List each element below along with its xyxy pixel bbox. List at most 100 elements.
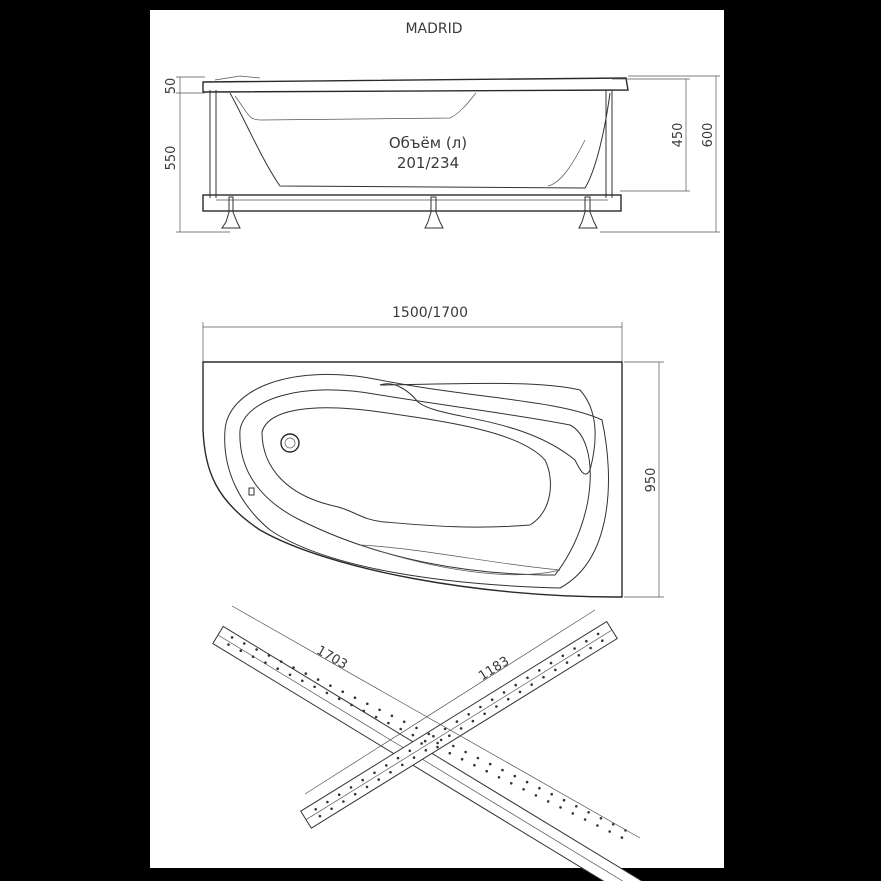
long-bar-hole	[276, 667, 280, 670]
short-bar-hole	[585, 639, 588, 643]
tub-basin-inner	[261, 407, 551, 528]
long-bar-hole	[575, 805, 578, 808]
short-bar-hole	[361, 778, 365, 782]
short-bar-hole	[479, 705, 482, 709]
dim-short-bar-label: 1183	[476, 654, 512, 684]
long-bar-hole	[497, 776, 501, 779]
short-bar-hole	[314, 808, 318, 811]
long-bar-hole	[362, 709, 366, 713]
long-bar-hole	[473, 763, 476, 767]
drain-inner-icon	[284, 437, 296, 449]
dim-depth-label: 450	[671, 123, 686, 148]
short-bar-hole	[448, 734, 451, 737]
rim-slab	[202, 77, 629, 93]
tub-deck	[224, 373, 609, 589]
dim-length-label: 1500/1700	[392, 305, 468, 321]
short-bar-hole	[459, 727, 463, 730]
short-bar-hole	[601, 639, 604, 642]
drawing-sheet	[150, 10, 724, 868]
short-bar-hole	[530, 683, 533, 686]
long-bar-hole	[301, 679, 304, 683]
dim-line-long-bar	[231, 605, 641, 839]
short-bar-hole	[349, 786, 353, 789]
short-bar-hole	[577, 654, 581, 657]
long-bar-hole	[255, 648, 258, 651]
short-bar-hole	[365, 785, 369, 789]
long-bar-hole	[587, 811, 590, 814]
long-bar-hole	[341, 690, 345, 693]
dim-line-short-bar	[304, 609, 596, 795]
long-bar-hole	[350, 703, 353, 707]
short-bar-hole	[467, 713, 471, 716]
short-bar-hole	[373, 771, 376, 775]
short-bar-hole	[377, 778, 381, 781]
long-bar-hole	[264, 661, 267, 664]
long-bar-hole	[243, 642, 246, 645]
tub-inner-curve	[547, 139, 586, 187]
tub-outline-top	[202, 361, 623, 598]
short-bar-hole	[396, 756, 400, 760]
long-bar-hole	[583, 818, 587, 821]
bar-holes	[227, 632, 627, 839]
short-bar-hole	[542, 675, 545, 679]
long-bar-hole	[436, 745, 439, 749]
long-bar-hole	[337, 697, 341, 701]
long-bar-hole	[476, 756, 480, 760]
long-bar-hole	[423, 739, 427, 743]
long-bar-hole	[620, 836, 624, 839]
short-bar-hole	[436, 741, 439, 745]
long-bar-hole	[251, 655, 255, 658]
long-bar-hole	[304, 672, 308, 675]
short-bar-hole	[554, 668, 557, 672]
dim-long-bar-label: 1703	[314, 643, 350, 673]
short-bar-hole	[389, 770, 392, 774]
long-bar-hole	[452, 744, 455, 748]
short-bar-centerline	[305, 629, 613, 821]
long-bar-hole	[522, 788, 525, 791]
seat-swoosh	[359, 544, 561, 575]
tub-body-outline	[229, 92, 611, 189]
long-bar-hole	[402, 720, 406, 724]
long-bar-hole	[374, 715, 378, 719]
short-bar-hole	[408, 749, 412, 753]
long-bar-hole	[279, 660, 283, 663]
long-bar-hole	[460, 757, 464, 761]
long-bar-hole	[513, 774, 517, 778]
long-bar-hole	[288, 673, 292, 677]
side-view: 50 550 450 600 Объём (л) 201/234	[164, 75, 720, 233]
long-bar-hole	[546, 800, 550, 803]
short-bar-hole	[424, 749, 428, 752]
dim-height-label: 600	[701, 123, 716, 148]
long-bar-hole	[329, 684, 332, 687]
long-bar-hole	[390, 714, 394, 718]
short-bar-hole	[538, 669, 541, 672]
long-bar-hole	[559, 806, 562, 809]
long-bar-hole	[366, 702, 369, 706]
short-bar-hole	[573, 647, 576, 650]
long-bar-hole	[501, 768, 504, 772]
long-bar-hole	[596, 824, 599, 827]
short-bar-hole	[401, 763, 404, 767]
short-bar-hole	[561, 654, 565, 658]
long-bar-hole	[510, 782, 513, 785]
long-bar-hole	[427, 732, 431, 736]
long-bar-hole	[599, 817, 603, 820]
volume-values: 201/234	[397, 154, 459, 172]
dim-width-label: 950	[644, 468, 659, 493]
long-bar-hole	[316, 678, 320, 681]
short-bar-hole	[589, 646, 592, 650]
short-bar-hole	[596, 632, 600, 636]
long-bar-hole	[387, 721, 390, 725]
leg-right	[578, 196, 598, 229]
short-bar-hole	[455, 720, 459, 723]
short-bar-hole	[483, 712, 486, 716]
long-bar-hole	[230, 636, 234, 639]
short-bar-hole	[518, 690, 522, 694]
long-bar-hole	[485, 769, 489, 773]
armrest-swoosh	[379, 382, 596, 475]
long-bar-hole	[488, 762, 492, 766]
short-bar-hole	[502, 691, 506, 694]
short-bar-hole	[337, 793, 341, 796]
long-bar-hole	[378, 708, 381, 712]
